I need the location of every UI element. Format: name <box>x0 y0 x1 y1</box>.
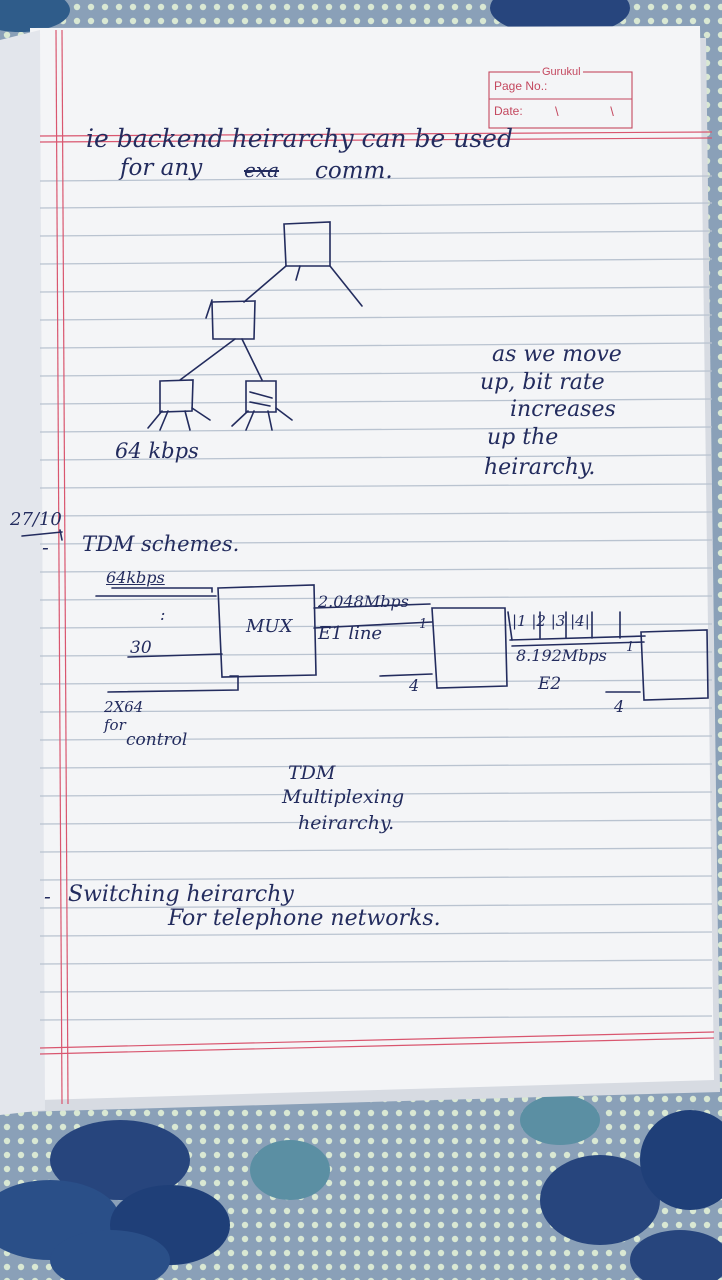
note-line-2: for any <box>120 155 203 181</box>
switching-subheading: For telephone networks. <box>168 906 441 931</box>
side-note-line-2: up, bit rate <box>480 370 605 395</box>
page-no-label: Page No.: <box>494 79 548 93</box>
caption-line-3: heirarchy. <box>298 812 395 834</box>
bullet-dash-1: - <box>42 535 49 559</box>
e1-rate-label: 2.048Mbps <box>318 592 409 611</box>
e1-line-label: E1 line <box>318 623 383 644</box>
control-label-2: for <box>104 716 126 734</box>
tree-leaf-box-left <box>159 379 194 413</box>
input-dots: : <box>160 605 166 624</box>
e2-box-input-1: 1 <box>626 640 635 655</box>
side-note-line-5: heirarchy. <box>484 455 596 480</box>
caption-line-2: Multiplexing <box>282 786 405 808</box>
tree-bitrate-label: 64 kbps <box>115 439 199 463</box>
input-rate-label: 64kbps <box>106 568 165 587</box>
side-note-line-3: increases <box>510 397 616 422</box>
tree-mid-box <box>211 300 256 340</box>
e2-rate-label: 8.192Mbps <box>516 646 607 665</box>
mux-label: MUX <box>246 616 293 637</box>
e2-box <box>640 629 709 701</box>
e2-label: E2 <box>538 674 562 694</box>
ruled-lines <box>39 175 713 1021</box>
tree-top-box <box>283 221 331 267</box>
control-label-3: control <box>126 730 188 750</box>
side-note-line-4: up the <box>487 425 559 450</box>
tdm-heading: TDM schemes. <box>82 532 240 556</box>
tree-leaf-box-right <box>245 380 277 413</box>
e2-channels-label: |1 |2 |3 |4| <box>512 612 590 630</box>
caption-line-1: TDM <box>288 762 336 784</box>
date-value: \ \ <box>555 104 638 119</box>
mux-box <box>217 584 317 678</box>
control-label-1: 2X64 <box>104 698 144 716</box>
switching-heading: Switching heirarchy <box>68 882 294 907</box>
e1-box-input-4: 4 <box>409 676 420 695</box>
e2-box-input-4: 4 <box>614 697 625 716</box>
bullet-dash-2: - <box>44 884 51 908</box>
note-line-1: ie backend heirarchy can be used <box>86 124 513 153</box>
note-line-2-end: comm. <box>315 158 393 184</box>
e1-box-input-1: 1 <box>419 617 428 632</box>
brand-label: Gurukul <box>540 66 583 78</box>
input-count-label: 30 <box>130 638 152 658</box>
side-note-line-1: as we move <box>492 342 622 367</box>
flower-decoration-bottom <box>0 1095 722 1280</box>
date-label: Date: <box>494 104 523 118</box>
margin-date: 27/10 <box>10 509 62 530</box>
e1-box <box>431 607 508 689</box>
note-line-2-struck: exa <box>244 158 280 182</box>
